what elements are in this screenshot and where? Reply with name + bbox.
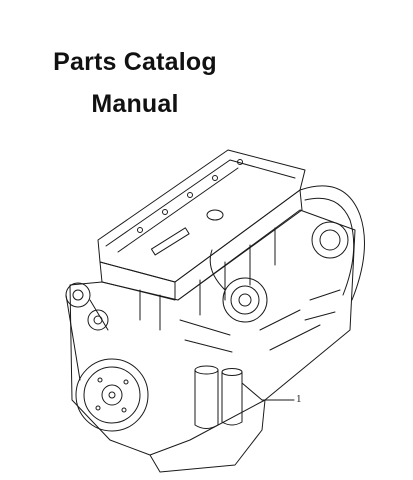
callout-label-1: 1 <box>296 393 302 405</box>
title-line-2: Manual <box>91 90 179 118</box>
intake-pipe <box>299 185 365 301</box>
belt-drive <box>65 282 109 381</box>
turbocharger <box>209 249 268 323</box>
crankshaft-pulley <box>75 358 149 432</box>
oil-filler-cap <box>206 209 224 221</box>
engine-block <box>69 209 356 456</box>
oil-filter <box>194 365 243 429</box>
engine-illustration <box>65 149 365 473</box>
title-line-1: Parts Catalog <box>53 48 217 76</box>
callout-leader <box>241 382 295 401</box>
oil-pan <box>149 399 266 473</box>
cover-bolts <box>137 159 243 233</box>
